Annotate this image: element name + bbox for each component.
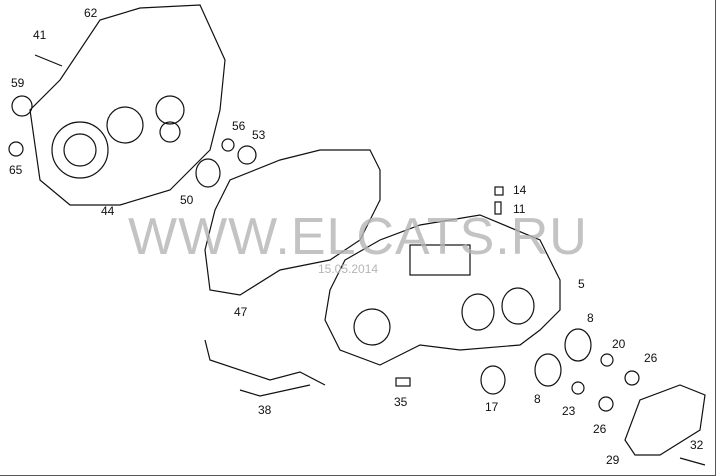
bearing-50: [195, 158, 221, 188]
bracket-38: [204, 339, 326, 397]
label-8a: 8: [587, 311, 594, 325]
washer-26b: [598, 396, 614, 412]
label-50: 50: [180, 193, 194, 207]
seal-17: [480, 365, 506, 395]
label-20: 20: [612, 337, 626, 351]
label-17: 17: [485, 400, 499, 414]
plug-20: [600, 353, 614, 367]
bearing-59: [11, 95, 33, 117]
cover-29: [624, 384, 706, 456]
label-14: 14: [513, 183, 527, 197]
label-38: 38: [258, 403, 272, 417]
seal-65: [8, 141, 24, 157]
label-47: 47: [234, 305, 248, 319]
bearing-8b: [534, 353, 562, 387]
gasket-47: [204, 149, 381, 296]
bearing-53: [237, 145, 257, 165]
label-65: 65: [9, 163, 23, 177]
label-8b: 8: [534, 392, 541, 406]
front-housing-44: [29, 4, 226, 206]
watermark: WWW.ELCATS.RU: [128, 208, 588, 266]
label-5: 5: [578, 277, 585, 291]
label-26b: 26: [593, 422, 607, 436]
pin-11: [494, 201, 502, 215]
plug-23: [571, 381, 585, 395]
label-62: 62: [84, 6, 98, 20]
label-11: 11: [513, 202, 526, 216]
label-29: 29: [606, 453, 620, 467]
pad-35: [395, 377, 411, 387]
plug-14: [494, 186, 504, 196]
bolt-41: [34, 54, 63, 67]
ring-56: [221, 138, 235, 152]
bearing-8a: [564, 328, 592, 362]
label-26a: 26: [644, 351, 658, 365]
label-41: 41: [33, 28, 47, 42]
label-35: 35: [394, 395, 408, 409]
watermark-date: 15.05.2014: [318, 262, 379, 276]
label-44: 44: [101, 204, 115, 218]
bolt-32: [679, 457, 706, 466]
label-23: 23: [562, 404, 576, 418]
washer-26a: [624, 370, 640, 386]
rear-housing-5: [324, 214, 561, 366]
label-53: 53: [252, 128, 266, 142]
label-59: 59: [11, 76, 25, 90]
label-32: 32: [690, 438, 704, 452]
label-56: 56: [232, 119, 246, 133]
